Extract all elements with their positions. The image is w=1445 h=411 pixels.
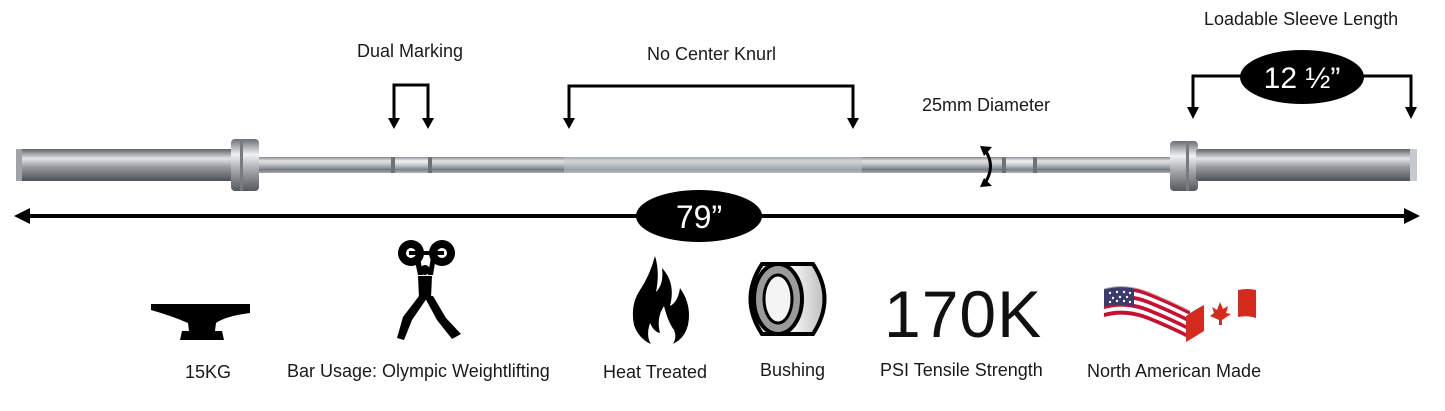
no-center-knurl-label: No Center Knurl xyxy=(647,44,777,64)
feature-label-heat-treated: Heat Treated xyxy=(603,362,708,382)
bushing-icon xyxy=(748,262,827,336)
feature-label-tensile-strength: PSI Tensile Strength xyxy=(880,360,1043,380)
feature-label-bushing: Bushing xyxy=(760,360,826,380)
tensile-strength-value: 170K xyxy=(884,277,1043,351)
right-sleeve xyxy=(1196,149,1417,181)
dual-marking-ring xyxy=(391,157,395,173)
total-length-value: 79” xyxy=(676,199,722,235)
diameter-arrow xyxy=(980,146,992,187)
total-length-pill xyxy=(636,190,762,242)
right-collar xyxy=(1170,141,1198,191)
no-center-knurl-bracket xyxy=(567,84,855,118)
sleeve-length-label: Loadable Sleeve Length xyxy=(1204,9,1399,29)
flame-icon xyxy=(632,256,689,347)
dual-marking-ring xyxy=(428,157,432,173)
dual-marking-bracket xyxy=(392,83,430,118)
left-sleeve xyxy=(16,149,234,181)
sleeve-length-pill xyxy=(1240,50,1364,104)
left-collar xyxy=(231,139,259,191)
dual-marking-label: Dual Marking xyxy=(357,41,464,61)
feature-label-made-in: North American Made xyxy=(1087,361,1262,381)
anvil-icon xyxy=(151,304,250,340)
feature-label-bar-usage: Bar Usage: Olympic Weightlifting xyxy=(287,361,550,381)
sleeve-length-value: 12 ½” xyxy=(1264,62,1341,95)
feature-label-weight: 15KG xyxy=(185,362,232,382)
center-section xyxy=(564,157,862,173)
diameter-label: 25mm Diameter xyxy=(922,95,1051,115)
weightlifter-icon xyxy=(397,240,461,340)
usa-canada-flags-icon xyxy=(1103,286,1256,342)
barbell xyxy=(16,139,1417,191)
